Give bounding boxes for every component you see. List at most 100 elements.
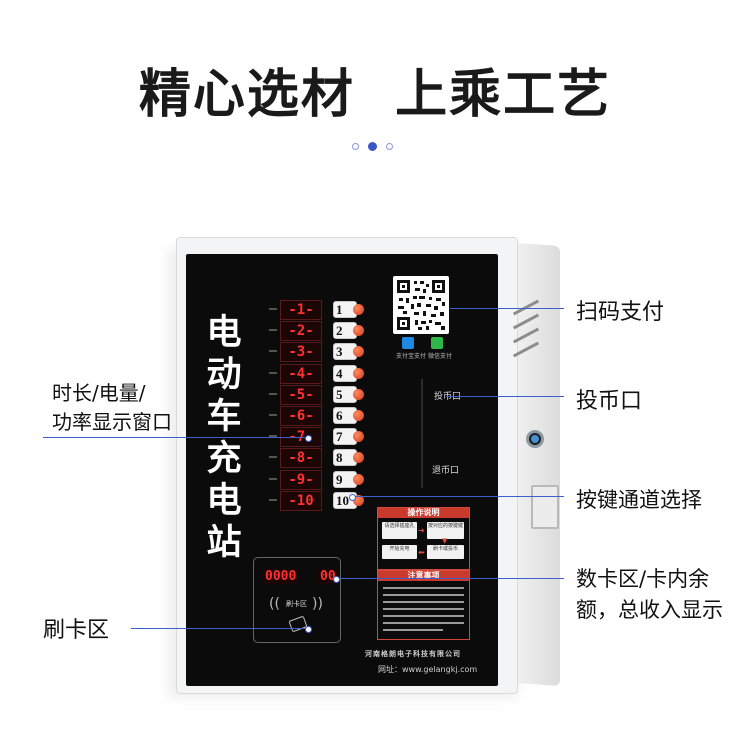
callout-line-card-swipe [131,628,307,630]
device-title-char: 车 [206,397,242,437]
operation-step-3: 开始充电 [382,545,417,559]
channel-indicator-light [353,325,364,336]
channel-display-9: -9- [280,470,322,490]
channel-button-label: 5 [336,387,343,402]
key-lock-core [531,435,539,443]
channel-display-8: -8- [280,448,322,468]
notice-text-line [383,601,464,603]
card-display-left: 0000 [263,569,299,584]
carousel-dot-1[interactable] [352,143,359,150]
channel-tick [269,393,277,395]
channel-indicator-light [353,495,364,506]
coin-return-slot[interactable] [421,448,423,488]
channel-button-label: 9 [336,472,343,487]
callout-line-card-display [336,578,564,580]
channel-button-label: 1 [336,302,343,317]
channel-tick [269,372,277,374]
coin-return-tray[interactable] [531,485,559,529]
device-vertical-title: 电动车充电站 [200,312,248,564]
alipay-icon [402,337,414,349]
notice-text-line [383,594,464,596]
channel-indicator-light [353,304,364,315]
channel-display-2: -2- [280,321,322,341]
notice-title: 注意事项 [378,571,469,581]
arrow-right-icon: ➜ [418,526,425,535]
card-display-right: 00 [318,569,338,584]
device-title-char: 电 [206,481,242,521]
callout-scan-pay: 扫码支付 [576,300,665,325]
channel-indicator-light [353,346,364,357]
channel-tick [269,435,277,437]
callout-display-window-line1: 时长/电量/ [52,381,146,405]
company-website: 网址：www.gelangkj.com [378,665,478,674]
carousel-dot-3[interactable] [386,143,393,150]
notice-text-line [383,608,464,610]
channel-tick [269,456,277,458]
channel-indicator-light [353,389,364,400]
channel-indicator-light [353,431,364,442]
notice-panel: 注意事项 [377,570,470,640]
operation-step-4: 刷卡或投币 [427,545,464,559]
channel-display-4: -4- [280,364,322,384]
callout-display-window-line2: 功率显示窗口 [52,410,172,434]
device-title-char: 站 [206,523,242,563]
channel-tick [269,350,277,352]
nfc-wave-left-icon: (( [269,596,280,612]
operation-step-1: 请选择插座孔 [382,522,417,539]
channel-indicator-light [353,452,364,463]
channel-button-5[interactable]: 5 [333,386,357,403]
callout-card-display-line1: 数卡区/卡内余 [576,567,710,591]
channel-button-label: 10 [336,493,349,508]
channel-display-10: -10 [280,491,322,511]
operation-instructions: 操作说明 请选择插座孔 按对应的按键键 开始充电 刷卡或投币 ➜ ⬅ ▼ [377,507,470,570]
channel-tick [269,308,277,310]
company-name: 河南格朗电子科技有限公司 [365,650,461,658]
carousel-dot-2[interactable] [368,142,377,151]
notice-text-line [383,622,464,624]
channel-button-label: 4 [336,366,343,381]
channel-tick [269,329,277,331]
channel-button-label: 2 [336,323,343,338]
channel-tick [269,499,277,501]
callout-endpoint [305,435,312,442]
callout-line-button-select [352,496,564,498]
callout-line-display-window [43,437,308,439]
notice-text-line [383,629,443,631]
channel-indicator-light [353,474,364,485]
coin-insert-slot[interactable] [421,379,423,449]
callout-card-display-line2: 额，总收入显示 [576,598,723,622]
channel-display-6: -6- [280,406,322,426]
operation-step-2: 按对应的按键键 [427,522,464,539]
channel-button-label: 8 [336,450,343,465]
card-symbol-text: 刷卡区 [286,600,307,608]
arrow-down-icon: ▼ [442,537,448,545]
channel-button-2[interactable]: 2 [333,322,357,339]
page-title: 精心选材 上乘工艺 [138,65,612,125]
wechat-pay-label: 微信支付 [428,353,453,360]
channel-tick [269,478,277,480]
alipay-label: 支付宝支付 [396,353,427,360]
device-title-char: 充 [206,439,242,479]
callout-endpoint [349,494,356,501]
channel-tick [269,414,277,416]
callout-button-select: 按键通道选择 [576,488,702,512]
notice-text-line [383,615,464,617]
card-swipe-area[interactable] [253,557,341,643]
wechat-pay-icon [431,337,443,349]
callout-card-swipe: 刷卡区 [43,618,110,643]
channel-display-1: -1- [280,300,322,320]
channel-button-6[interactable]: 6 [333,407,357,424]
arrow-left-icon: ⬅ [418,548,425,557]
channel-display-5: -5- [280,385,322,405]
nfc-wave-right-icon: )) [312,596,323,612]
callout-line-scan-pay [450,308,564,310]
coin-out-label: 退币口 [432,466,460,476]
channel-button-label: 3 [336,344,343,359]
operation-title: 操作说明 [378,508,469,518]
channel-button-label: 7 [336,429,343,444]
channel-display-3: -3- [280,342,322,362]
qr-code[interactable] [393,276,449,334]
callout-endpoint [333,576,340,583]
callout-coin-slot: 投币口 [576,389,643,414]
device-title-char: 电 [206,313,242,353]
